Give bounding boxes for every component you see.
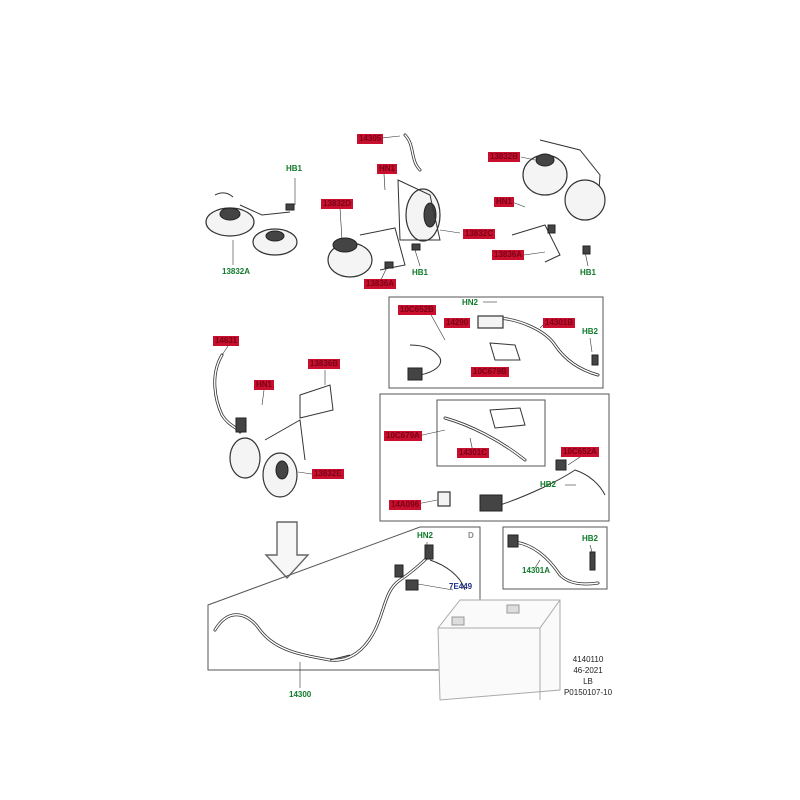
tag-hn1: HN1 <box>254 380 275 390</box>
label-14300: 14300 <box>289 690 312 699</box>
tag-13836a: 13836A <box>492 250 525 260</box>
battery <box>437 599 561 701</box>
tag-14301b: 14301B <box>543 318 576 328</box>
tag-14301c: 14301C <box>457 448 490 458</box>
detail-box-2-inner <box>436 399 546 467</box>
label-hn2: HN2 <box>417 531 434 540</box>
tag-14290: 14290 <box>444 318 471 328</box>
detail-box-harness <box>207 526 481 671</box>
tag-14631: 14631 <box>213 336 240 346</box>
detail-box-3 <box>502 526 608 590</box>
tag-14a096: 14A096 <box>389 500 422 510</box>
tag-10c679a: 10C679A <box>384 431 422 441</box>
reference-line: 46-2021 <box>573 666 603 675</box>
label-7e449: 7E449 <box>449 582 473 591</box>
wiring-14301c <box>437 407 606 512</box>
wiring-14301a <box>507 534 600 586</box>
tag-13832d: 13832D <box>321 199 354 209</box>
wiring-14301b <box>407 315 600 381</box>
label-hb2: HB2 <box>540 480 557 489</box>
label-hb2: HB2 <box>582 534 599 543</box>
label-hn2: HN2 <box>462 298 479 307</box>
label-14301a: 14301A <box>522 566 551 575</box>
tag-10c652a: 10C652A <box>561 447 599 457</box>
tag-13836a: 13836A <box>364 279 397 289</box>
tag-13832b: 13832B <box>488 152 521 162</box>
label-hb1: HB1 <box>412 268 429 277</box>
detail-box-2 <box>379 393 610 522</box>
panel-letter: D <box>468 531 474 540</box>
horn-13832c-d <box>327 133 441 278</box>
tag-13832c: 13832C <box>463 229 496 239</box>
tag-hn1: HN1 <box>377 164 398 174</box>
detail-box-1 <box>388 296 604 389</box>
tag-hn1: HN1 <box>494 197 515 207</box>
horn-13832b <box>511 139 606 263</box>
tag-13832e: 13832E <box>312 469 344 479</box>
tag-13836b: 13836B <box>308 359 341 369</box>
reference-block: 4140110 46-2021 LB P0150107-10 <box>556 654 620 698</box>
tag-10c679b: 10C679B <box>471 367 509 377</box>
tag-10c652b: 10C652B <box>398 305 436 315</box>
wiring-14300 <box>213 544 466 662</box>
label-hb1: HB1 <box>286 164 303 173</box>
reference-line: LB <box>583 677 593 686</box>
tag-14305: 14305 <box>357 134 384 144</box>
label-hb2: HB2 <box>582 327 599 336</box>
reference-line: P0150107-10 <box>563 688 613 697</box>
reference-line: 4140110 <box>572 655 604 664</box>
label-13832a: 13832A <box>222 267 251 276</box>
horn-13832a <box>205 192 298 256</box>
label-hb1: HB1 <box>580 268 597 277</box>
horn-13832e <box>213 353 334 498</box>
down-arrow-icon <box>264 521 310 580</box>
